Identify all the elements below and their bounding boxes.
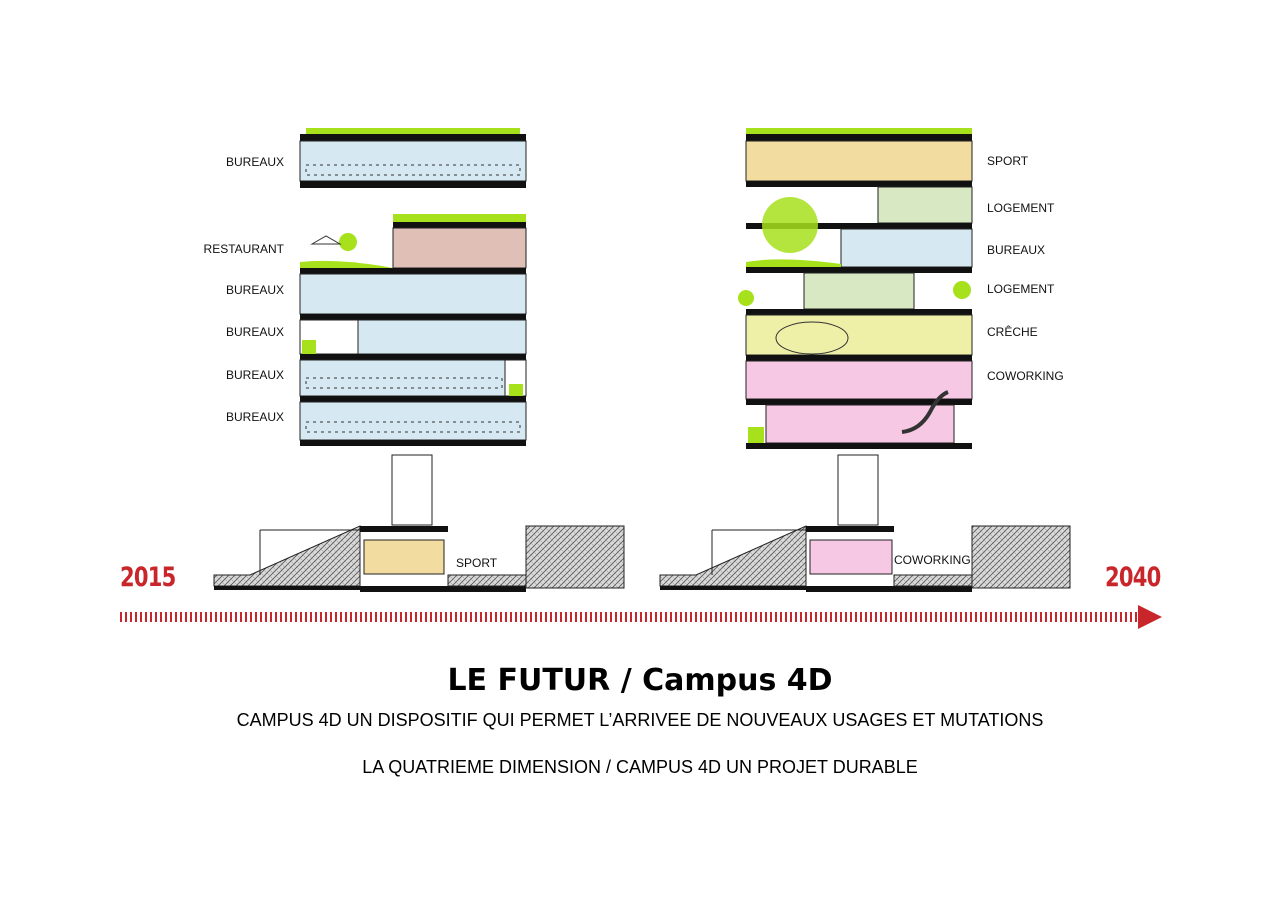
right-building	[659, 128, 1071, 592]
right-label-2: LOGEMENT	[987, 201, 1055, 215]
subtitle-2: LA QUATRIEME DIMENSION / CAMPUS 4D UN PR…	[362, 757, 918, 777]
right-ground-section	[659, 454, 1071, 592]
right-label-4: LOGEMENT	[987, 282, 1055, 296]
left-building	[213, 128, 625, 592]
year-start: 2015	[120, 562, 176, 593]
right-ground-label: COWORKING	[894, 553, 971, 567]
page-title: LE FUTUR / Campus 4D	[447, 663, 833, 698]
right-label-1: SPORT	[987, 154, 1029, 168]
left-label-6: BUREAUX	[225, 410, 284, 424]
left-top-block	[299, 128, 527, 188]
right-label-5: CRÊCHE	[987, 325, 1038, 339]
left-ground-label: SPORT	[456, 556, 498, 570]
left-floor-bureaux-2	[299, 319, 527, 360]
right-floor-logement-1	[746, 186, 973, 253]
right-label-6: COWORKING	[987, 369, 1064, 383]
right-label-3: BUREAUX	[987, 243, 1046, 257]
left-label-5: BUREAUX	[225, 368, 284, 382]
left-ground-section	[213, 454, 625, 592]
right-floor-bureaux	[746, 228, 973, 273]
right-floor-bottom	[746, 390, 972, 449]
year-end: 2040	[1105, 562, 1161, 593]
right-floor-logement-2	[738, 272, 972, 315]
left-floor-bureaux-3	[299, 359, 527, 402]
left-floor-bureaux-4	[299, 401, 527, 446]
left-label-3: BUREAUX	[225, 283, 284, 297]
workstations	[305, 164, 521, 176]
left-label-1: BUREAUX	[225, 155, 284, 169]
left-floor-bureaux-1	[299, 273, 527, 320]
timeline-arrow	[120, 605, 1162, 629]
subtitle-1: CAMPUS 4D UN DISPOSITIF QUI PERMET L’ARR…	[236, 710, 1044, 730]
left-label-4: BUREAUX	[225, 325, 284, 339]
right-floor-sport	[745, 128, 973, 187]
restaurant-floor	[300, 214, 527, 274]
right-floor-creche	[745, 314, 973, 361]
left-label-2: RESTAURANT	[203, 242, 284, 256]
right-floor-coworking	[745, 360, 973, 405]
